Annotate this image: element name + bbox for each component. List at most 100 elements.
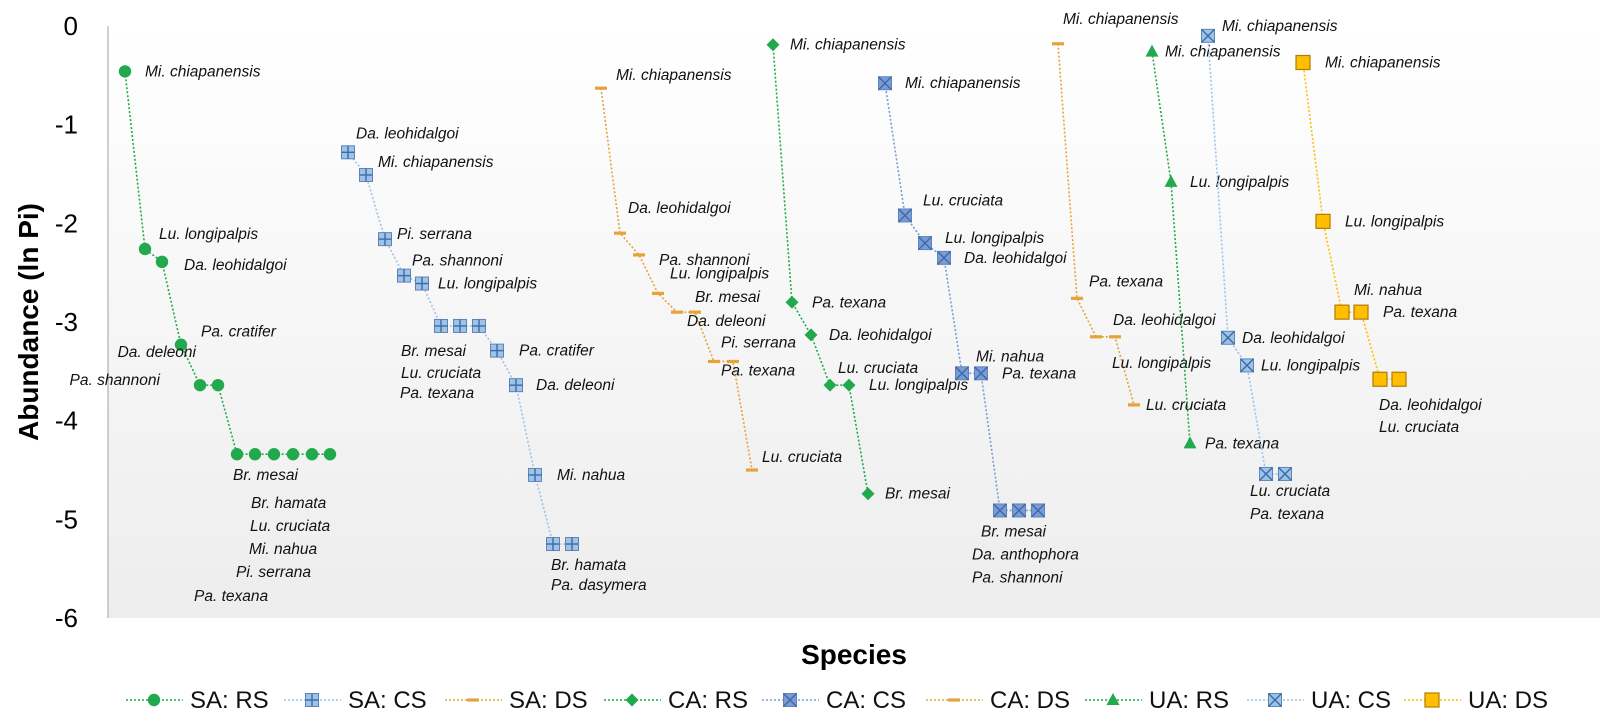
legend-label: CA: CS [826,687,906,714]
species-label: Pa. texana [400,385,474,402]
series-ca-rs-marker [766,38,780,52]
species-label: Mi. chiapanensis [145,63,261,80]
species-label: Pa. shannoni [412,253,503,270]
series-ua-rs-marker [1145,44,1159,57]
series-ua-ds-marker [1334,304,1350,320]
legend-label: UA: DS [1468,687,1548,714]
species-label: Lu. cruciata [250,518,331,535]
series-sa-cs-marker [397,268,411,283]
series-sa-cs-marker [434,318,448,333]
series-ca-ds-marker [1052,42,1064,46]
legend-label: SA: CS [348,687,427,714]
series-ca-cs-marker [1031,503,1045,518]
species-label: Mi. nahua [557,467,625,484]
y-axis-ticks: 0-1-2-3-4-5-6 [55,11,78,633]
series-ca-rs-marker [861,487,875,501]
species-label: Br. mesai [233,467,298,484]
species-label: Da. deleoni [687,313,766,330]
series-sa-cs-marker [472,318,486,333]
species-label: Lu. longipalpis [1261,357,1360,374]
species-label: Br. mesai [695,289,760,306]
series-sa-cs-marker [565,537,579,552]
series-ca-cs-marker [955,366,969,381]
legend-item-ua-cs: UA: CS [1247,687,1391,714]
legend-marker [625,693,639,707]
species-label: Da. leohidalgoi [1242,330,1345,347]
species-label: Pa. shannoni [70,372,161,389]
series-ua-cs-marker [1259,466,1273,481]
species-label: Br. mesai [981,523,1046,540]
species-label: Mi. chiapanensis [905,75,1021,92]
x-axis-title: Species [801,639,907,670]
series-ca-cs-marker [974,366,988,381]
series-sa-rs-marker [155,255,169,269]
series-sa-ds-marker [595,86,607,90]
series-ua-ds-marker [1372,371,1388,387]
y-axis-title: Abundance (ln Pi) [13,203,44,441]
series-ua-rs-marker [1164,174,1178,187]
legend-label: CA: DS [990,687,1070,714]
series-sa-cs-marker [341,145,355,160]
species-label: Mi. chiapanensis [1325,55,1441,72]
species-label: Br. hamata [251,495,327,512]
species-label: Pa. texana [812,294,886,311]
legend-marker [1424,692,1440,708]
species-label: Lu. cruciata [1250,483,1331,500]
y-tick-label: -3 [55,307,78,337]
series-ca-ds-marker [1071,296,1083,300]
y-tick-label: -5 [55,504,78,534]
species-label: Lu. longipalpis [438,276,537,293]
species-label: Pa. texana [1002,365,1076,382]
series-sa-ds-marker [633,253,645,257]
species-label: Mi. chiapanensis [1222,18,1338,35]
species-label: Lu. longipalpis [670,265,769,282]
species-label: Mi. nahua [249,541,317,558]
legend-item-sa-rs: SA: RS [126,687,269,714]
species-label: Pa. texana [194,588,268,605]
legend-label: UA: RS [1149,687,1229,714]
series-ca-ds-marker [1109,335,1121,339]
series-sa-rs-marker [211,378,225,392]
series-sa-rs-marker [138,242,152,256]
series-sa-rs-marker [174,338,188,351]
species-label: Pi. serrana [397,226,472,243]
species-label: Pa. texana [1250,506,1324,523]
series-sa-ds-marker [708,359,720,364]
species-label: Pa. texana [721,362,795,379]
legend-marker [467,698,479,702]
species-label: Pa. shannoni [972,569,1063,586]
species-label: Lu. cruciata [1379,419,1460,436]
series-sa-ds-marker [614,231,626,235]
species-label: Pi. serrana [721,334,796,351]
series-sa-rs-marker [193,378,207,392]
species-label: Pa. texana [1089,273,1163,290]
series-ua-ds-marker [1391,371,1407,387]
species-label: Da. anthophora [972,546,1079,563]
series-sa-cs-marker [528,467,542,482]
species-label: Br. mesai [401,343,466,360]
series-sa-cs-marker [453,318,467,333]
legend-item-ca-cs: CA: CS [762,687,906,714]
species-label: Da. deleoni [118,344,197,361]
series-ca-cs-marker [1012,503,1026,518]
series-ca-ds-line [1057,43,1135,406]
species-label: Lu. cruciata [838,360,919,377]
legend-marker [1268,693,1282,707]
species-label: Mi. nahua [976,348,1044,365]
species-label: Mi. chiapanensis [616,67,732,84]
series-ua-cs-marker [1201,28,1215,43]
species-label: Mi. chiapanensis [790,37,906,54]
series-sa-cs-marker [359,167,373,182]
legend-item-sa-ds: SA: DS [445,687,588,714]
series-sa-ds-marker [689,310,701,314]
y-tick-label: -1 [55,110,78,140]
series-ua-cs-marker [1278,466,1292,481]
species-label: Pa. shannoni [659,252,750,269]
series-sa-rs-marker [323,448,337,461]
